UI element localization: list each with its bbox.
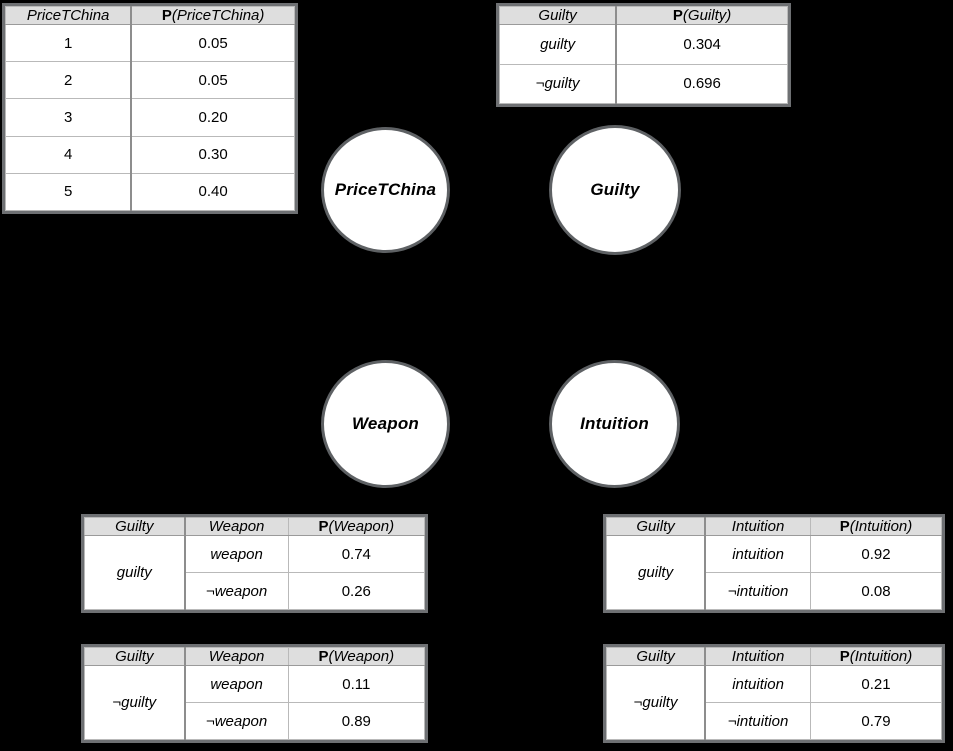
- header-intuition-parent: Guilty: [606, 647, 706, 666]
- cell-prob: 0.21: [809, 665, 943, 703]
- table-row: ¬intuition 0.08: [607, 572, 943, 610]
- node-weapon[interactable]: Weapon: [321, 360, 450, 488]
- cpt-table-intuition-guilty: Guilty Intuition P(Intuition) guilty int…: [603, 514, 945, 613]
- prob-symbol: P: [318, 518, 329, 535]
- cell-prob: 0.74: [287, 535, 426, 573]
- cpt-table-guilty: Guilty P(Guilty) guilty 0.304 ¬guilty 0.…: [496, 3, 791, 107]
- table-row: ¬weapon 0.89: [85, 702, 426, 740]
- cell-prob: 0.30: [130, 135, 296, 174]
- cell-prob: 0.79: [809, 702, 943, 740]
- cell-state: ¬intuition: [704, 572, 811, 610]
- cell-state: ¬weapon: [184, 702, 289, 740]
- cell-prob: 0.05: [130, 23, 296, 63]
- header-intuition-prob: P(Intuition): [809, 647, 943, 666]
- cpt-table-intuition-not-guilty: Guilty Intuition P(Intuition) ¬guilty in…: [603, 644, 945, 743]
- cell-state: 3: [5, 98, 132, 137]
- prob-arg: (PriceTChina): [171, 7, 265, 24]
- cell-state: intuition: [704, 535, 811, 573]
- prob-arg: (Intuition): [849, 648, 913, 665]
- prob-arg: (Guilty): [682, 7, 732, 24]
- header-pricetchina-prob: P(PriceTChina): [130, 6, 296, 25]
- cpt-table-weapon-not-guilty: Guilty Weapon P(Weapon) ¬guilty weapon 0…: [81, 644, 428, 743]
- header-weapon-prob: P(Weapon): [287, 517, 426, 536]
- cell-state: guilty: [499, 24, 617, 65]
- cpt-table-pricetchina: PriceTChina P(PriceTChina) 1 0.05 2 0.05…: [2, 3, 298, 214]
- table-row: guilty weapon 0.74: [83, 535, 426, 610]
- cell-state: intuition: [704, 665, 811, 703]
- header-weapon-var: Weapon: [183, 517, 289, 536]
- prob-symbol: P: [839, 648, 850, 665]
- node-intuition[interactable]: Intuition: [549, 360, 680, 488]
- header-weapon-parent: Guilty: [83, 647, 186, 666]
- node-label-weapon: Weapon: [351, 414, 419, 433]
- cell-state: ¬weapon: [184, 572, 289, 610]
- cell-state: weapon: [184, 535, 289, 573]
- table-row: 1 0.05: [5, 23, 296, 63]
- cell-prob: 0.304: [615, 24, 789, 65]
- header-intuition-parent: Guilty: [606, 517, 706, 536]
- prob-symbol: P: [672, 7, 683, 24]
- cell-parent-state: ¬guilty: [606, 665, 707, 740]
- cell-prob: 0.20: [130, 98, 296, 137]
- cell-state: weapon: [184, 665, 289, 703]
- cell-prob: 0.05: [130, 61, 296, 100]
- cpt-table-weapon-guilty: Guilty Weapon P(Weapon) guilty weapon 0.…: [81, 514, 428, 613]
- table-row: 3 0.20: [5, 98, 296, 137]
- node-label-intuition: Intuition: [580, 414, 649, 433]
- table-row: 2 0.05: [5, 61, 296, 100]
- cell-prob: 0.696: [615, 63, 789, 104]
- header-weapon-var: Weapon: [183, 647, 289, 666]
- header-weapon-prob: P(Weapon): [287, 647, 426, 666]
- node-guilty[interactable]: Guilty: [549, 125, 681, 255]
- table-row: ¬guilty weapon 0.11: [83, 665, 426, 740]
- node-label-guilty: Guilty: [590, 180, 640, 199]
- table-row: guilty intuition 0.92: [606, 535, 943, 610]
- cell-prob: 0.11: [287, 665, 426, 703]
- header-guilty-prob: P(Guilty): [615, 6, 789, 25]
- cell-parent-state: ¬guilty: [83, 665, 186, 740]
- cell-state: 1: [5, 23, 132, 63]
- table-row: ¬guilty 0.696: [499, 63, 789, 104]
- header-guilty-var: Guilty: [499, 6, 617, 25]
- header-weapon-parent: Guilty: [83, 517, 186, 536]
- cell-prob: 0.26: [287, 572, 426, 610]
- prob-symbol: P: [839, 518, 850, 535]
- prob-symbol: P: [161, 7, 172, 24]
- cell-parent-state: guilty: [83, 535, 186, 610]
- table-row: 4 0.30: [5, 135, 296, 174]
- header-intuition-var: Intuition: [704, 517, 811, 536]
- prob-arg: (Intuition): [849, 518, 913, 535]
- prob-symbol: P: [318, 648, 329, 665]
- node-label-pricetchina: PriceTChina: [334, 180, 437, 199]
- cell-state: ¬guilty: [499, 63, 617, 104]
- table-row: guilty 0.304: [499, 24, 789, 65]
- cell-prob: 0.89: [287, 702, 426, 740]
- cell-state: ¬intuition: [704, 702, 811, 740]
- header-intuition-var: Intuition: [704, 647, 811, 666]
- header-pricetchina-var: PriceTChina: [5, 6, 132, 25]
- header-intuition-prob: P(Intuition): [809, 517, 943, 536]
- table-row: 5 0.40: [5, 172, 296, 212]
- cell-prob: 0.92: [809, 535, 943, 573]
- cell-parent-state: guilty: [606, 535, 707, 610]
- cell-state: 5: [5, 172, 132, 212]
- cell-state: 2: [5, 61, 132, 100]
- node-pricetchina[interactable]: PriceTChina: [321, 127, 450, 253]
- table-row: ¬guilty intuition 0.21: [606, 665, 943, 740]
- prob-arg: (Weapon): [328, 648, 395, 665]
- cell-prob: 0.08: [809, 572, 943, 610]
- table-row: ¬weapon 0.26: [85, 572, 426, 610]
- table-row: ¬intuition 0.79: [607, 702, 943, 740]
- cell-state: 4: [5, 135, 132, 174]
- cell-prob: 0.40: [130, 172, 296, 212]
- prob-arg: (Weapon): [328, 518, 395, 535]
